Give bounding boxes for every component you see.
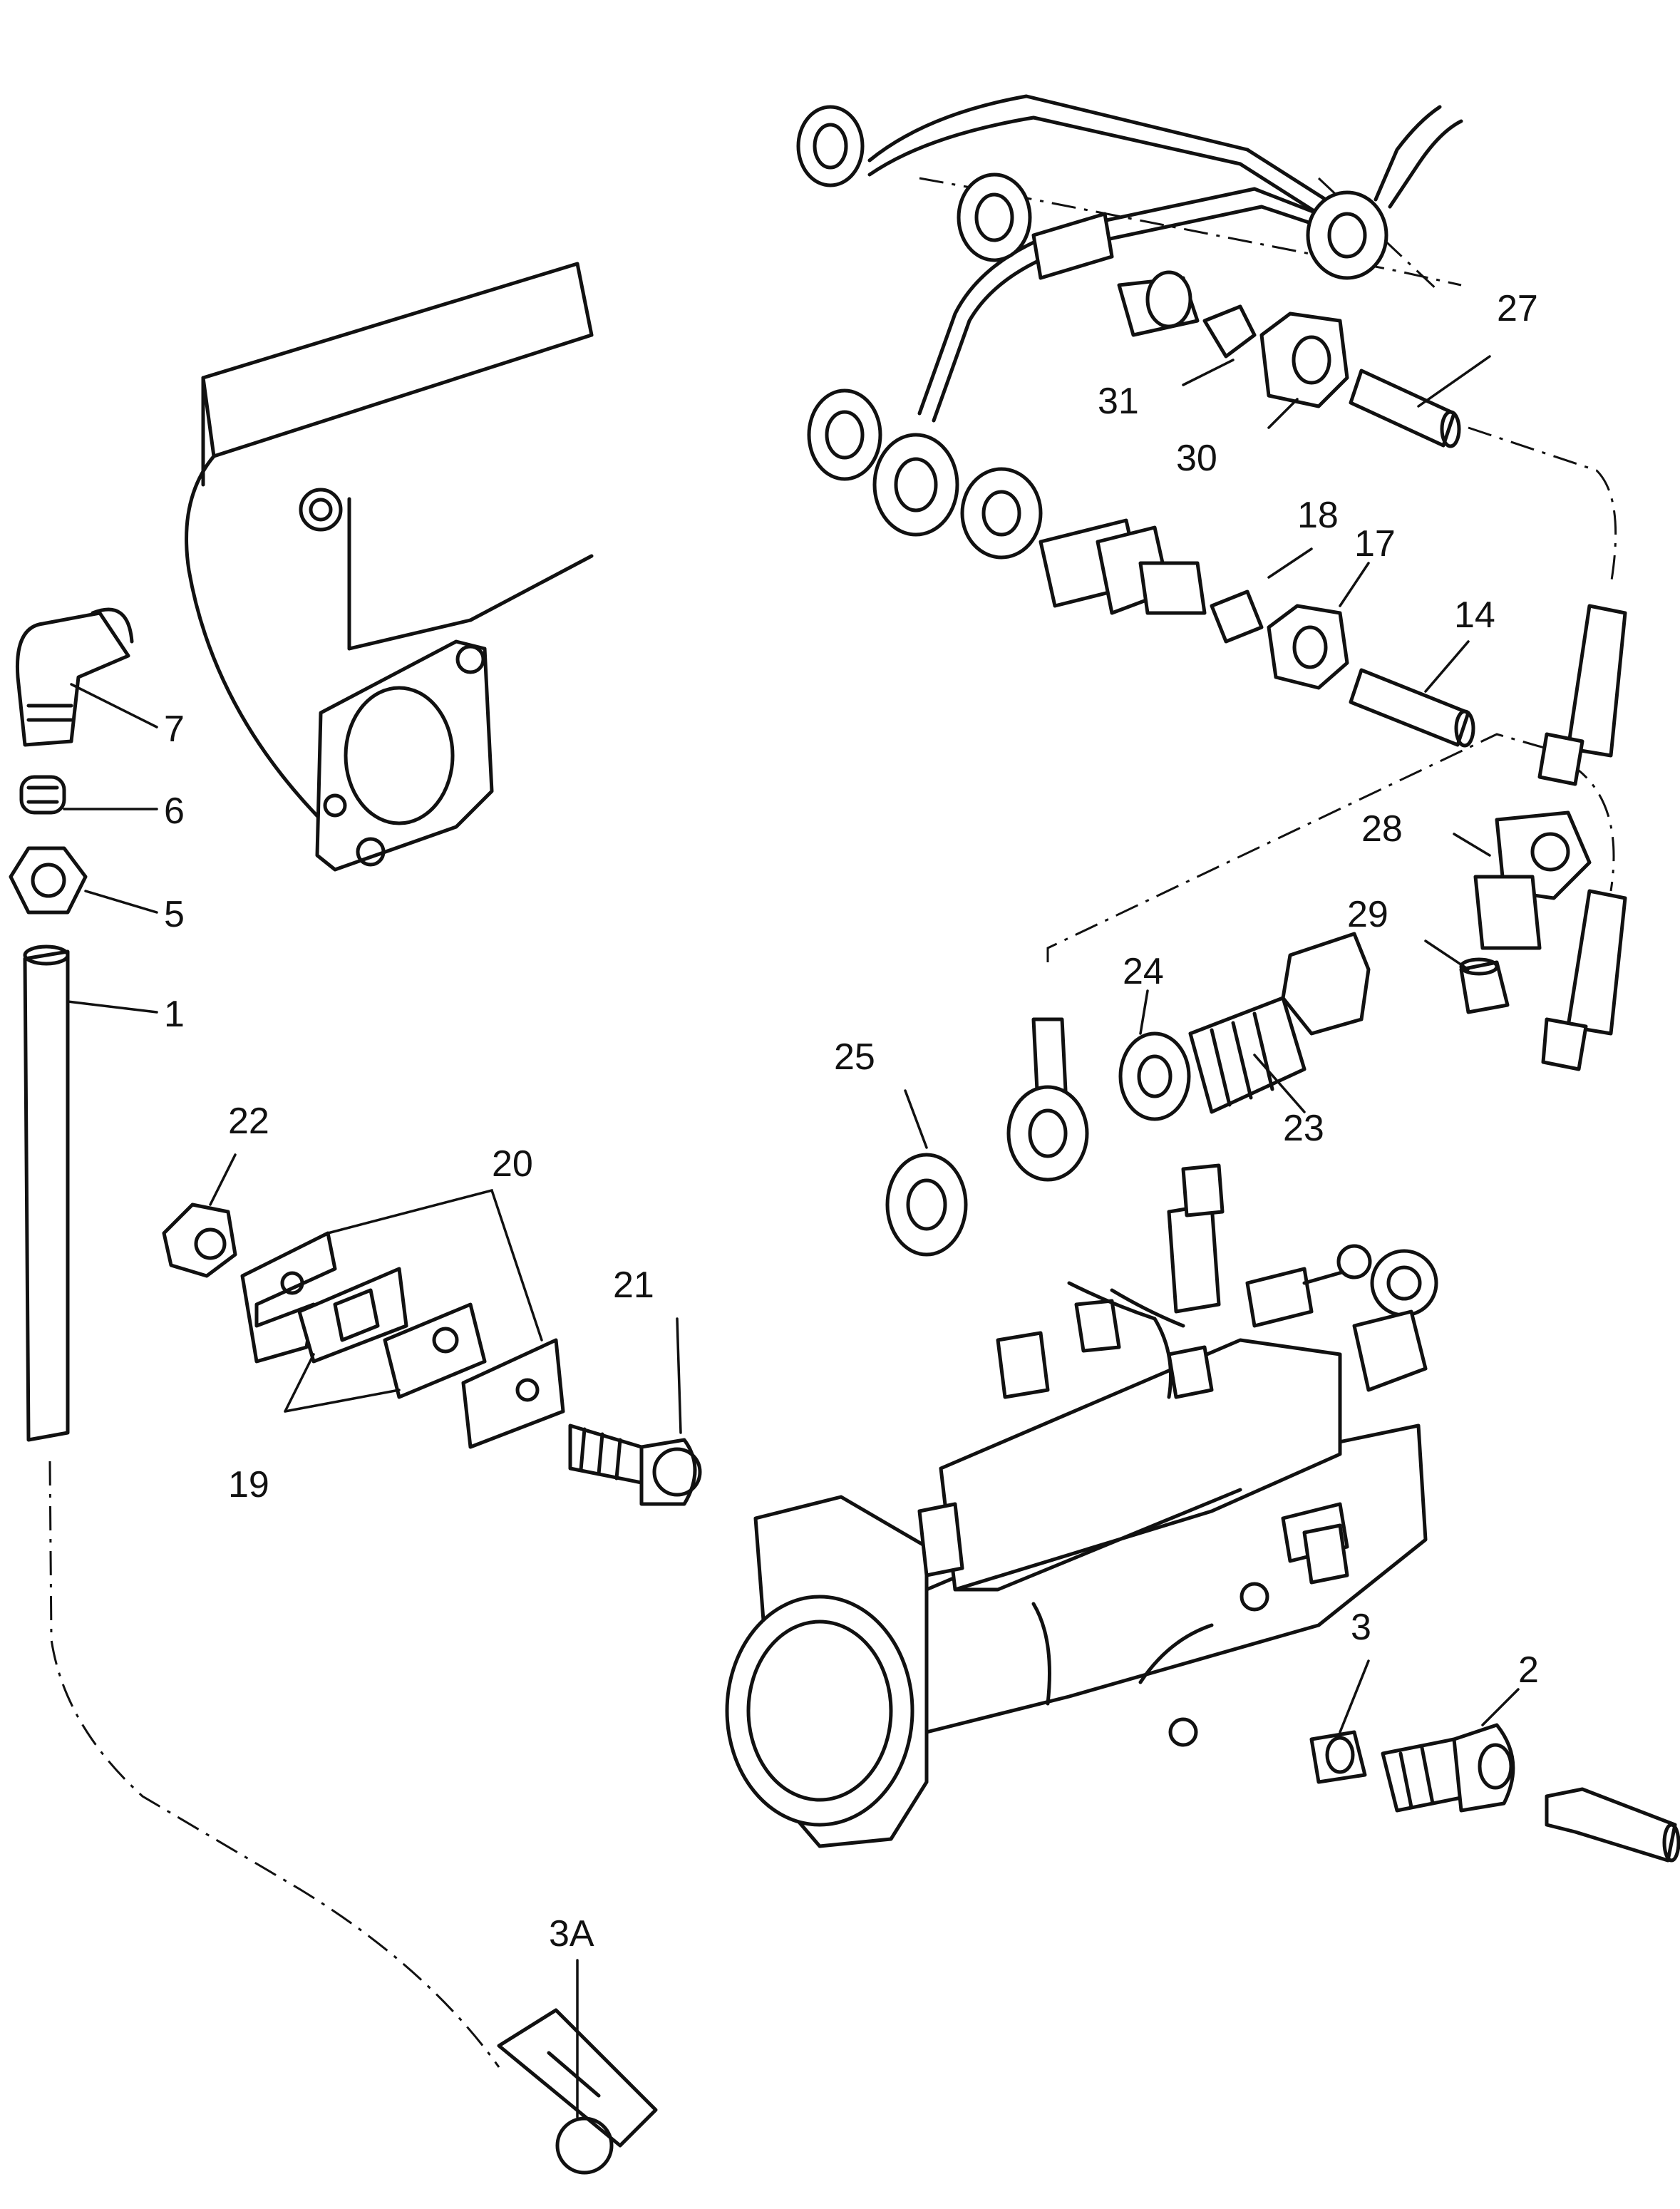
callout-23: 23	[1283, 1108, 1324, 1149]
clamp-plates-parts-19-20	[240, 1231, 565, 1449]
sleeve-part-6	[19, 775, 66, 815]
assembly-guide-lines	[48, 177, 1617, 2068]
callout-20: 20	[492, 1143, 533, 1185]
engine-block	[185, 262, 594, 872]
callout-31: 31	[1098, 381, 1139, 422]
pipe-part-14	[1349, 668, 1475, 748]
callout-21: 21	[613, 1265, 654, 1306]
callout-19: 19	[228, 1464, 269, 1505]
callout-5: 5	[164, 894, 185, 935]
callout-30: 30	[1176, 438, 1217, 479]
callout-28: 28	[1361, 808, 1403, 850]
bolt-part-21	[568, 1423, 702, 1506]
union-bolt-part-2	[1381, 1723, 1515, 1813]
callout-27: 27	[1497, 288, 1538, 329]
nut-part-17	[1267, 604, 1349, 690]
callout-6: 6	[164, 791, 185, 832]
callout-3: 3	[1351, 1607, 1371, 1648]
callout-1: 1	[164, 994, 185, 1035]
callout-labels: 7 6 5 1 22 20 19 21 25 24 23 29 28 14 17…	[164, 288, 1539, 1955]
pipe-stub-bottom-right	[1545, 1787, 1680, 1863]
leader-lines	[63, 355, 1520, 2118]
sleeve-part-29	[1459, 957, 1510, 1014]
sleeve-part-18	[1210, 589, 1264, 644]
injector-pipe-assembly	[796, 94, 1463, 615]
pipe-part-1	[23, 944, 70, 1442]
callout-3a: 3A	[549, 1913, 594, 1955]
washer-part-24	[1118, 1031, 1191, 1121]
banjo-fitting	[1006, 1017, 1089, 1182]
banjo-bolt-part-23	[1188, 932, 1371, 1114]
callout-22: 22	[228, 1101, 269, 1142]
callout-25: 25	[834, 1036, 875, 1078]
callout-24: 24	[1123, 951, 1164, 992]
elbow-fitting	[15, 607, 134, 747]
callout-17: 17	[1354, 523, 1396, 565]
union-part-28	[1473, 810, 1592, 950]
hex-nut-part-5	[9, 846, 88, 915]
nut-part-22	[162, 1203, 237, 1278]
callout-18: 18	[1297, 495, 1339, 536]
callout-2: 2	[1518, 1649, 1539, 1691]
nipple-part-31	[1202, 304, 1257, 359]
callout-7: 7	[164, 709, 185, 750]
pipe-stubs-right	[1537, 604, 1627, 1071]
callout-14: 14	[1454, 594, 1495, 636]
nut-part-30	[1259, 311, 1349, 408]
sleeve-part-3	[1309, 1730, 1367, 1784]
injection-pump	[725, 1163, 1438, 1848]
pipe-part-27	[1349, 369, 1461, 448]
callout-29: 29	[1347, 894, 1388, 935]
washer-part-25	[885, 1153, 968, 1257]
